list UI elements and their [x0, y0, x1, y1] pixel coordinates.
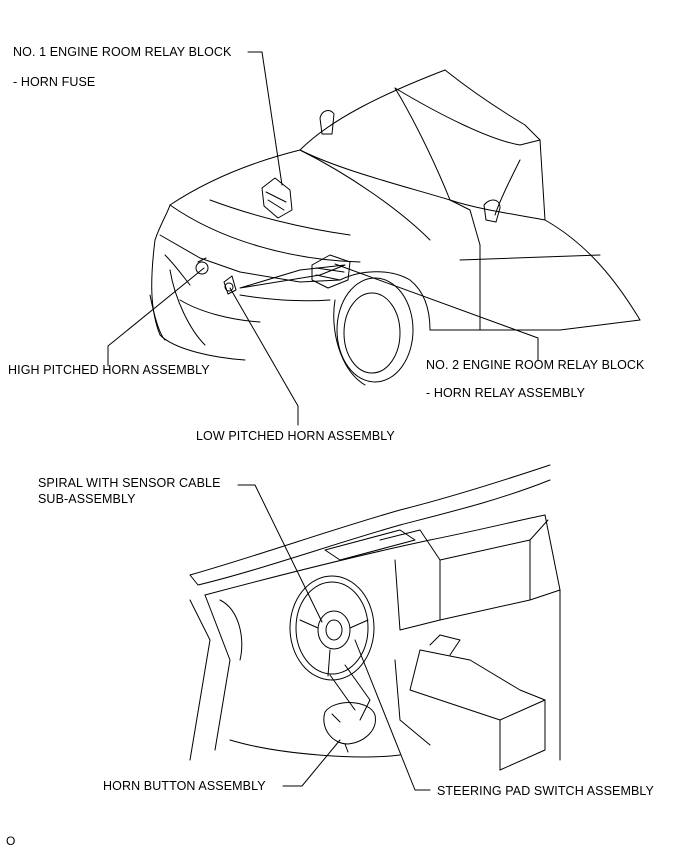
label-horn-button: HORN BUTTON ASSEMBLY [103, 779, 266, 793]
car-illustration [149, 69, 641, 386]
label-low-pitched-horn: LOW PITCHED HORN ASSEMBLY [196, 429, 395, 443]
label-spiral-cable-line1: SPIRAL WITH SENSOR CABLE [38, 476, 221, 490]
label-horn-fuse: - HORN FUSE [13, 75, 96, 89]
dashboard-illustration [189, 464, 561, 771]
figure-code: O [6, 834, 16, 848]
label-relay-block-2: NO. 2 ENGINE ROOM RELAY BLOCK [426, 358, 645, 372]
leader-lines-top [107, 51, 539, 426]
label-horn-relay: - HORN RELAY ASSEMBLY [426, 386, 586, 400]
label-relay-block-1: NO. 1 ENGINE ROOM RELAY BLOCK [13, 45, 232, 59]
label-steering-pad-switch: STEERING PAD SWITCH ASSEMBLY [437, 784, 654, 798]
label-spiral-cable-line2: SUB-ASSEMBLY [38, 492, 136, 506]
leader-lines-bottom [237, 484, 431, 791]
label-high-pitched-horn: HIGH PITCHED HORN ASSEMBLY [8, 363, 210, 377]
